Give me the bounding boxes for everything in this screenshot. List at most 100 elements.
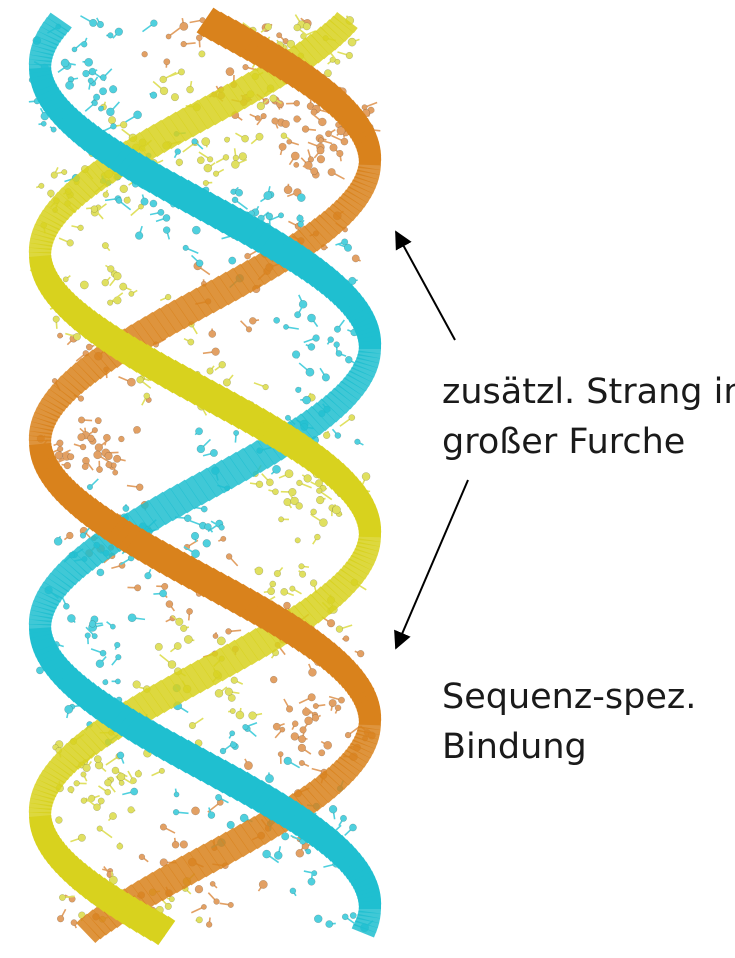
ribbon-segment [224,776,231,781]
ribbon-segment [62,112,66,117]
ribbon-segment [142,704,149,709]
triplex-strand-label-line2: großer Furche [442,417,735,467]
ribbon-segment [54,212,57,217]
ribbon-segment [345,296,349,301]
ribbon-segment [89,696,94,701]
ribbon-segment [212,292,219,297]
ribbon-segment [54,772,57,777]
ribbon-segment [234,280,241,285]
ribbon-segment [171,500,178,505]
ribbon-segment [192,116,199,121]
ribbon-segment [346,484,350,489]
ribbon-segment [227,844,234,849]
ribbon-segment [287,812,293,817]
ribbon-segment [353,492,356,497]
ribbon-segment [94,700,100,705]
ribbon-segment [56,292,59,297]
ribbon-segment [131,724,138,729]
ribbon-segment [256,268,263,273]
ribbon-segment [335,588,339,593]
ribbon-segment [125,348,132,353]
ribbon-segment [158,180,165,185]
ribbon-segment [82,744,87,749]
ribbon-segment [317,832,322,837]
ribbon-segment [57,768,60,773]
ribbon-segment [324,652,329,657]
ribbon-segment [308,236,314,241]
ribbon-segment [143,516,150,521]
triplex-strand-label: zusätzl. Strang in großer Furche [442,367,735,467]
ribbon-segment [355,308,358,313]
ribbon-segment [205,296,212,301]
ribbon-segment [243,88,250,93]
ribbon-segment [183,308,190,313]
ribbon-segment [68,196,72,201]
ribbon-segment [124,160,131,165]
ribbon-segment [333,472,338,477]
ribbon-segment [207,108,214,113]
ribbon-segment [357,684,360,689]
ribbon-segment [58,668,62,673]
ribbon-segment [108,524,114,529]
ribbon-segment [212,852,219,857]
ribbon-segment [256,48,263,53]
ribbon-segment [118,156,124,161]
ribbon-segment [324,784,329,789]
ribbon-segment [240,412,247,417]
ribbon-segment [355,868,358,873]
ribbon-segment [243,648,250,653]
ribbon-segment [70,120,74,125]
ribbon-segment [79,128,84,133]
ribbon-segment [101,332,107,337]
ribbon-segment [180,192,187,197]
ribbon-segment [229,96,236,101]
ribbon-segment [198,576,205,581]
ribbon-segment [208,480,215,485]
ribbon-segment [165,184,172,189]
ribbon-segment [249,604,256,609]
ribbon-segment [288,440,294,445]
ribbon-segment [239,784,246,789]
ribbon-segment [72,192,77,197]
ribbon-segment [236,92,243,97]
ribbon-segment [205,856,212,861]
ribbon-segment [55,24,58,29]
ribbon-segment [190,864,197,869]
ribbon-segment [60,204,64,209]
ribbon-segment [250,644,257,649]
ribbon-segment [199,112,206,117]
arrow-down-left-icon [396,480,468,648]
ribbon-segment [227,32,234,37]
sequence-binding-label-line2: Bindung [442,722,696,772]
ribbon-segment [80,876,85,881]
ribbon-segment [274,244,281,249]
ribbon-segment [60,764,64,769]
ribbon-segment [184,120,191,125]
ribbon-segment [173,748,180,753]
ribbon-segment [124,720,131,725]
ribbon-segment [226,404,233,409]
ribbon-segment [70,680,74,685]
ribbon-segment [64,760,68,765]
ribbon-segment [338,772,342,777]
ribbon-segment [220,848,227,853]
ribbon-segment [338,476,342,481]
ribbon-segment [319,88,324,93]
ribbon-segment [242,836,249,841]
ribbon-segment [264,636,271,641]
ribbon-segment [96,360,102,365]
ribbon-segment [249,44,256,49]
ribbon-segment [305,824,311,829]
ribbon-segment [183,568,190,573]
ribbon-segment [69,568,73,573]
ribbon-segment [82,184,87,189]
ribbon-segment [317,272,322,277]
ribbon-segment [72,496,76,501]
ribbon-segment [92,176,98,181]
ribbon-segment [342,480,346,485]
ribbon-segment [344,392,348,397]
ribbon-segment [343,668,347,673]
ribbon-segment [295,444,301,449]
ribbon-segment [234,36,241,41]
